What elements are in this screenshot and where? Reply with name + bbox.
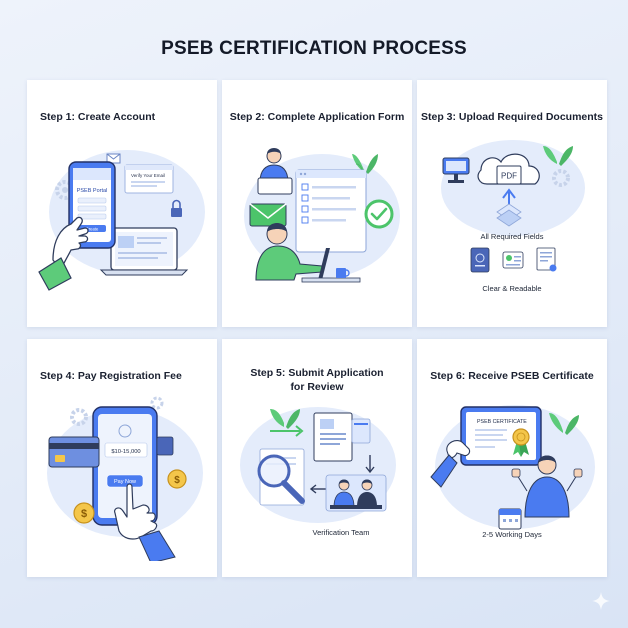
- step-title: Step 1: Create Account: [40, 111, 156, 123]
- email-icon: [106, 153, 121, 164]
- step-card-1: Step 1: Create Account Verify Your Email: [27, 80, 217, 327]
- step-card-6: Step 6: Receive PSEB Certificate PSEB CE…: [417, 339, 607, 577]
- certificate-heading: PSEB CERTIFICATE: [477, 419, 527, 425]
- laptop-icon: [99, 227, 189, 276]
- team-icon: [325, 474, 387, 512]
- document-icon: [313, 412, 371, 462]
- laptop-icon: [301, 248, 361, 283]
- arrow-left-icon: [309, 484, 326, 494]
- certificate-icon: [536, 247, 557, 272]
- arrow-right-icon: [270, 425, 304, 437]
- email-card-label: Verify Your Email: [131, 173, 165, 178]
- hand-icon: [430, 440, 471, 488]
- page-title: PSEB CERTIFICATION PROCESS: [161, 38, 467, 59]
- email-verify-card: Verify Your Email: [124, 164, 174, 194]
- pay-fee-illustration: $10-15,000 Pay Now $ $: [47, 396, 203, 561]
- coffee-mug-icon: [336, 268, 350, 278]
- caption-required-fields: All Required Fields: [480, 232, 544, 241]
- envelope-icon: [249, 203, 287, 227]
- step-card-5: Step 5: Submit Application for Review: [222, 339, 412, 577]
- application-form-illustration: [244, 148, 400, 283]
- gear-icon: [70, 396, 164, 426]
- sparkle-icon: [592, 592, 610, 610]
- person-icon: [257, 148, 293, 195]
- caption-clear-readable: Clear & Readable: [482, 284, 542, 293]
- create-account-illustration: Verify Your Email PSEB Portal: [38, 150, 205, 291]
- pay-now-button-label: Pay Now: [114, 479, 136, 485]
- id-card-icon: [502, 251, 524, 269]
- step-title: Step 6: Receive PSEB Certificate: [430, 370, 594, 382]
- lock-icon: [171, 199, 182, 217]
- submit-review-illustration: [240, 407, 396, 523]
- calendar-icon: [498, 508, 522, 530]
- dollar-coin-icon: $: [167, 469, 187, 489]
- award-medal-icon: [512, 428, 530, 457]
- step-title: Step 3: Upload Required Documents: [420, 111, 604, 123]
- step-card-4: Step 4: Pay Registration Fee $10-15,000 …: [27, 339, 217, 577]
- credit-card-icon: [48, 436, 100, 468]
- hand-icon: [114, 483, 176, 561]
- pdf-icon: PDF: [496, 165, 522, 185]
- magnifier-icon: [257, 448, 305, 506]
- dollar-coin-icon: $: [73, 502, 95, 524]
- smartphone-icon: PSEB Portal Create: [68, 161, 116, 249]
- arrow-down-icon: [365, 455, 375, 474]
- checkmark-icon: [364, 199, 394, 229]
- plant-icon: [543, 146, 573, 166]
- step-card-3: Step 3: Upload Required Documents PDF Al: [417, 80, 607, 327]
- caption-working-days: 2-5 Working Days: [482, 530, 542, 539]
- person-icon: [511, 455, 583, 518]
- step-card-2: Step 2: Complete Application Form: [222, 80, 412, 327]
- document-types-row: [470, 247, 557, 273]
- monitor-icon: [442, 157, 470, 183]
- receive-certificate-illustration: PSEB CERTIFICATE: [430, 405, 595, 530]
- fee-amount: $10-15,000: [111, 449, 140, 455]
- pdf-label: PDF: [501, 172, 517, 181]
- coin-symbol: $: [174, 475, 180, 486]
- person-at-laptop: [255, 223, 323, 281]
- hand-icon: [38, 216, 89, 291]
- step-title-line-2: for Review: [290, 381, 344, 393]
- plant-icon: [549, 413, 579, 435]
- phone-create-button-label: Create: [86, 226, 99, 231]
- caption-verification-team: Verification Team: [312, 528, 370, 537]
- phone-app-name: PSEB Portal: [77, 188, 108, 194]
- credit-card-icon: [156, 436, 174, 456]
- passport-icon: [470, 247, 490, 273]
- step-title: Step 4: Pay Registration Fee: [40, 370, 182, 382]
- gear-icon: [552, 169, 570, 187]
- plant-icon: [270, 409, 300, 429]
- smartphone-icon: $10-15,000 Pay Now: [92, 406, 158, 526]
- step-title: Step 2: Complete Application Form: [229, 111, 405, 123]
- upload-documents-illustration: PDF: [441, 140, 585, 236]
- step-title-line-1: Step 5: Submit Application: [250, 367, 384, 379]
- checklist-icon: [295, 169, 367, 253]
- coin-symbol: $: [81, 508, 87, 520]
